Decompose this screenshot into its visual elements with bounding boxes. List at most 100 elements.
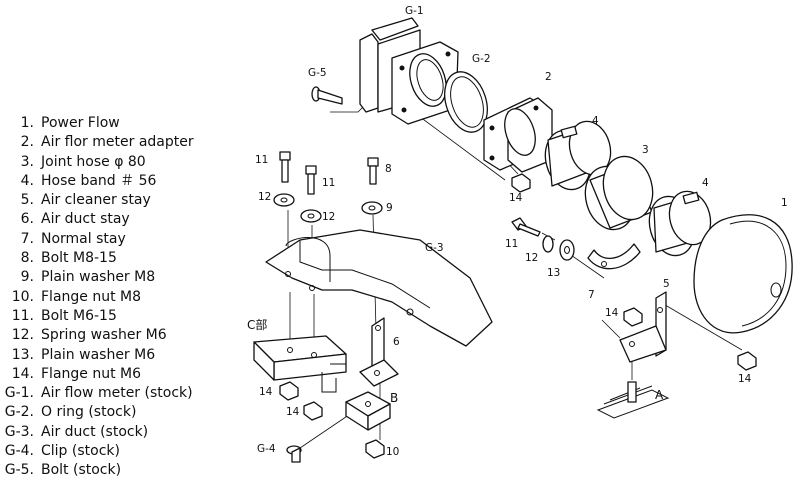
part-number: 6. <box>20 211 34 228</box>
part-number: G-5. <box>4 462 34 479</box>
callout-14c: 14 <box>738 373 752 385</box>
parts-list-item: G-4. Clip (stock) <box>0 442 215 461</box>
callout-11a: 11 <box>255 154 268 166</box>
air-cleaner-stay <box>619 291 667 363</box>
part-number: G-2. <box>4 404 34 421</box>
parts-list-item: G-3. Air duct (stock) <box>0 423 215 442</box>
callout-14b: 14 <box>605 307 619 319</box>
power-flow-filter <box>693 214 793 334</box>
nut-14c <box>737 351 757 371</box>
callout-14d: 14 <box>259 386 273 398</box>
nut-14b <box>623 307 643 327</box>
part-number: 12. <box>11 327 34 344</box>
callout-g3: G-3 <box>425 242 444 254</box>
callout-10: 10 <box>386 446 399 458</box>
part-name: Normal stay <box>41 230 126 247</box>
callout-4a: 4 <box>592 115 599 127</box>
washer-13 <box>559 239 575 261</box>
callout-a: A <box>655 388 664 402</box>
air-duct-stay <box>359 317 399 387</box>
part-number: G-3. <box>4 423 34 440</box>
bracket-b <box>345 391 391 431</box>
callout-14e: 14 <box>286 406 300 418</box>
part-number: 14. <box>11 365 34 382</box>
callout-12c: 12 <box>525 252 538 264</box>
part-number: 11. <box>11 307 34 324</box>
callout-12b: 12 <box>322 211 335 223</box>
washer-9 <box>361 201 383 215</box>
callout-g5: G-5 <box>308 67 327 79</box>
callout-12a: 12 <box>258 191 271 203</box>
nut-14d <box>279 381 299 401</box>
callout-labels: G-1 G-2 G-5 2 4 3 4 1 11 11 8 14 12 12 9… <box>247 5 788 458</box>
normal-stay <box>587 243 641 270</box>
joint-hose <box>584 155 654 231</box>
part-number: G-4. <box>4 443 34 460</box>
parts-list-item: 5. Air cleaner stay <box>0 191 215 210</box>
part-number: 4. <box>20 172 34 189</box>
callout-1: 1 <box>781 197 788 209</box>
parts-list-item: 1.Power Flow <box>0 114 215 133</box>
nut-10 <box>365 439 385 459</box>
part-number: 3. <box>20 153 34 170</box>
part-name: Power Flow <box>41 115 120 131</box>
part-name: Hose band ＃ 56 <box>41 172 157 189</box>
washer-12a <box>273 193 295 207</box>
parts-list-item: 9.Plain washer M8 <box>0 268 215 287</box>
part-name: Clip (stock) <box>41 443 120 460</box>
parts-list-item: 3. Joint hose φ 80 <box>0 153 215 172</box>
nut-14e <box>303 401 323 421</box>
part-name: Air flor meter adapter <box>41 134 194 151</box>
part-name: Bolt M8-15 <box>41 250 117 267</box>
part-name: Bolt M6-15 <box>41 307 117 324</box>
parts-list-item: 7.Normal stay <box>0 230 215 249</box>
parts-list-item: 11. Bolt M6-15 <box>0 307 215 326</box>
o-ring <box>444 71 488 133</box>
part-number: 9. <box>20 269 34 286</box>
parts-list-item: 6.Air duct stay <box>0 210 215 229</box>
parts-list-item: G-2. O ring (stock) <box>0 403 215 422</box>
callout-4b: 4 <box>702 177 709 189</box>
hose-band-2 <box>648 190 712 257</box>
parts-list-item: G-5. Bolt (stock) <box>0 461 215 480</box>
washers-and-nuts <box>273 173 757 459</box>
part-name: Flange nut M6 <box>41 365 142 382</box>
washer-12b <box>300 209 322 223</box>
bolt-11-upper <box>279 151 291 183</box>
part-name: Plain washer M6 <box>41 346 156 363</box>
parts-list-item: 2.Air flor meter adapter <box>0 133 215 152</box>
parts-list-item: 10.Flange nut M8 <box>0 288 215 307</box>
air-duct <box>265 229 493 347</box>
bolt-11-lower <box>511 217 541 237</box>
nut-14a <box>511 173 531 193</box>
callout-14a: 14 <box>509 192 523 204</box>
parts-list-item: 12. Spring washer M6 <box>0 326 215 345</box>
part-number: 13. <box>11 346 34 363</box>
callout-b: B <box>390 391 398 405</box>
clip-g4 <box>286 445 302 463</box>
part-name: Bolt (stock) <box>41 462 122 479</box>
part-name: Joint hose φ 80 <box>41 153 146 170</box>
part-number: 5. <box>20 192 34 209</box>
callout-g2: G-2 <box>472 53 491 65</box>
part-number: 10. <box>11 288 34 305</box>
callout-7: 7 <box>588 289 595 301</box>
air-flow-meter <box>359 17 459 125</box>
part-name: Air duct (stock) <box>41 423 149 440</box>
callout-13: 13 <box>547 267 560 279</box>
callout-2: 2 <box>545 71 552 83</box>
part-name: Air cleaner stay <box>41 192 151 209</box>
parts-list-item: 8.Bolt M8-15 <box>0 249 215 268</box>
bolt-11-middle <box>305 165 317 195</box>
callout-11b: 11 <box>322 177 335 189</box>
parts-list-item: 4. Hose band ＃ 56 <box>0 172 215 191</box>
part-name: O ring (stock) <box>41 404 137 421</box>
part-name: Spring washer M6 <box>41 327 167 344</box>
hose-band-1 <box>544 120 612 191</box>
parts-list-item: 13. Plain washer M6 <box>0 346 215 365</box>
stud-a <box>627 381 637 403</box>
bolts <box>279 86 637 463</box>
callout-g1: G-1 <box>405 5 424 17</box>
